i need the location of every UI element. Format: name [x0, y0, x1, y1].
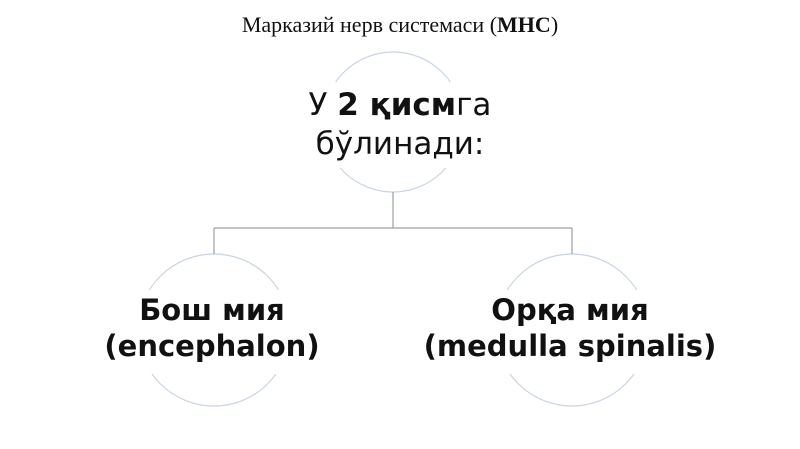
title-prefix: Марказий нерв системаси (	[241, 12, 498, 37]
right-label-line-2: (medulla spinalis)	[423, 329, 717, 364]
left-node-label: Бош мия (encephalon)	[62, 292, 362, 365]
root-node-label: У 2 қисмга бўлинади:	[250, 86, 550, 164]
title-suffix: )	[550, 12, 559, 37]
slide-title: Марказий нерв системаси (МНС)	[0, 12, 800, 38]
title-abbreviation: МНС	[497, 12, 551, 37]
left-label-line-2: (encephalon)	[104, 329, 320, 364]
right-text-mask	[425, 290, 717, 374]
root-text-mask	[295, 82, 495, 168]
right-node-label: Орқа мия (medulla spinalis)	[400, 292, 740, 365]
root-label-line-2: бўлинади:	[315, 125, 485, 162]
right-label-line-1: Орқа мия	[491, 293, 649, 327]
root-label-suffix: га	[456, 87, 492, 123]
left-text-mask	[100, 290, 328, 374]
root-label-line-1: У 2 қисмга	[250, 86, 550, 125]
root-label-prefix: У	[308, 87, 338, 123]
connector-lines	[213, 192, 573, 254]
left-label-line-1: Бош мия	[139, 293, 285, 327]
root-label-bold: 2 қисм	[337, 87, 457, 123]
